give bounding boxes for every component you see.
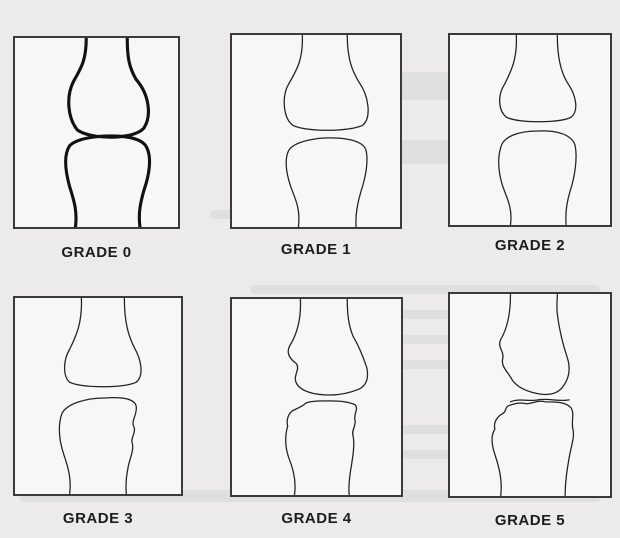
panel-grade-3 <box>13 296 183 496</box>
joint-drawing-grade-1 <box>232 35 400 227</box>
grade-label-1: GRADE 1 <box>230 241 402 258</box>
joint-drawing-grade-5 <box>450 294 610 496</box>
grade-label-0: GRADE 0 <box>13 244 180 261</box>
grade-label-5: GRADE 5 <box>448 512 612 529</box>
panel-grade-4 <box>230 297 403 497</box>
joint-drawing-grade-2 <box>450 35 610 225</box>
joint-drawing-grade-3 <box>15 298 181 494</box>
joint-drawing-grade-4 <box>232 299 401 495</box>
panel-grade-1 <box>230 33 402 229</box>
grade-label-4: GRADE 4 <box>230 510 403 527</box>
panel-grade-5 <box>448 292 612 498</box>
joint-drawing-grade-0 <box>15 38 178 227</box>
grade-label-3: GRADE 3 <box>13 510 183 527</box>
grade-label-2: GRADE 2 <box>448 237 612 254</box>
panel-grade-0 <box>13 36 180 229</box>
panel-grade-2 <box>448 33 612 227</box>
